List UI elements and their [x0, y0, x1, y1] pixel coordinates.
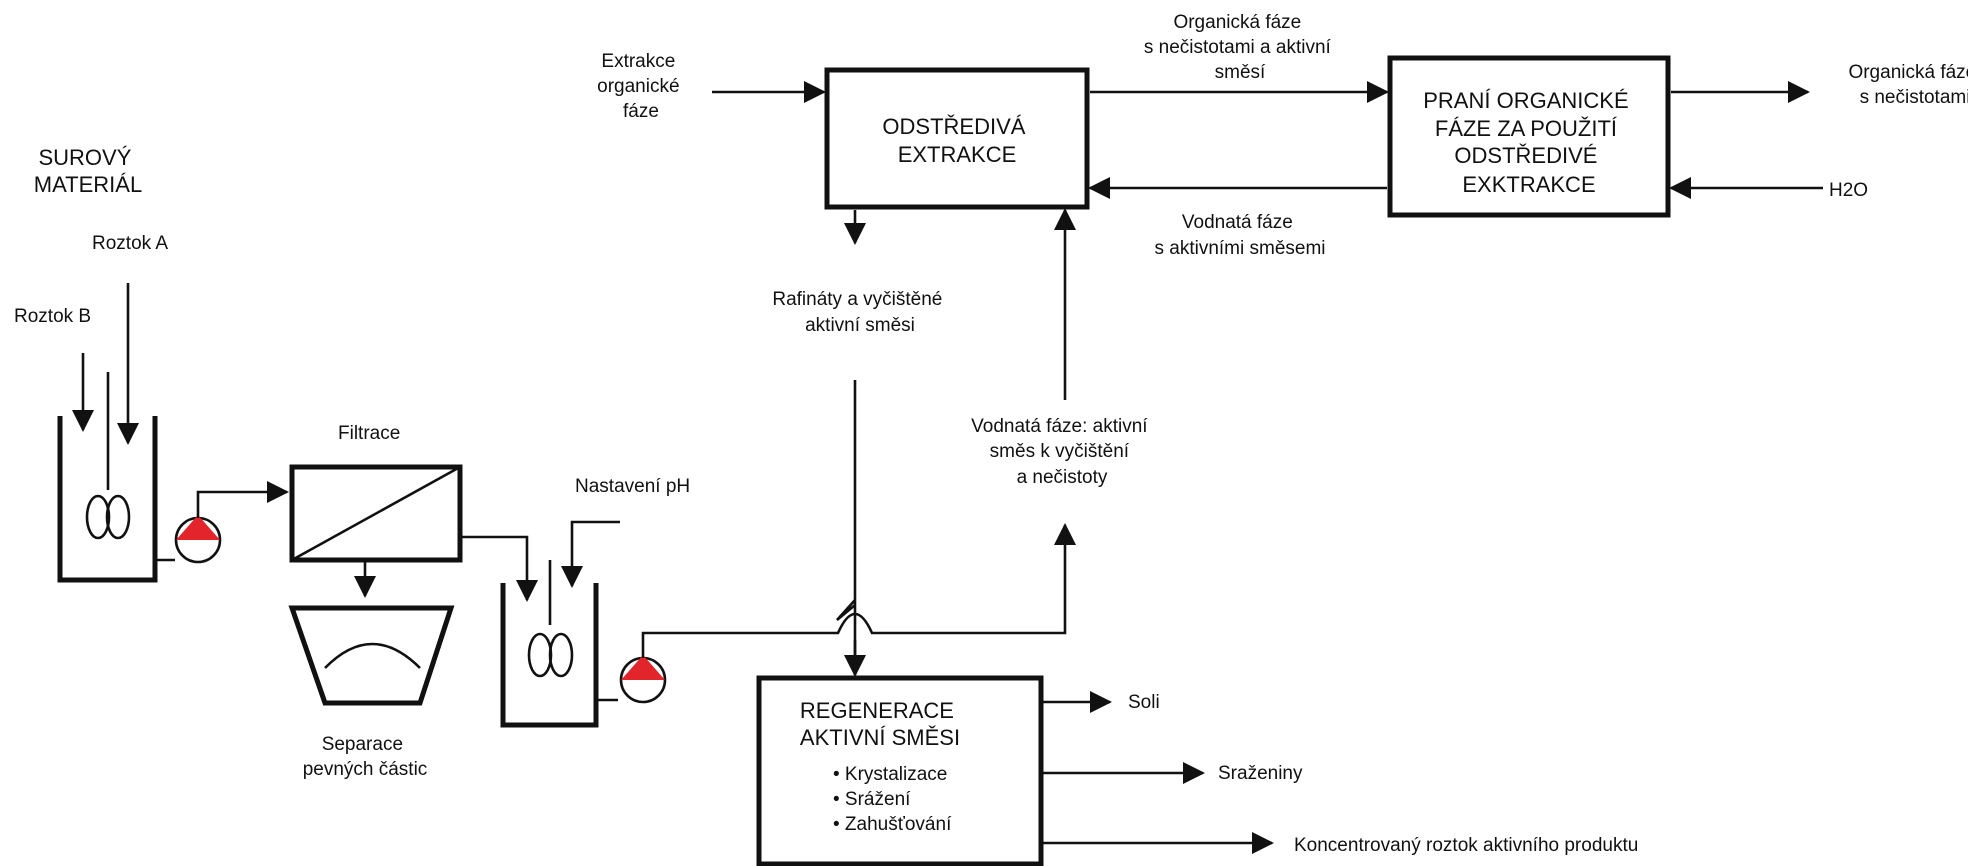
- h2o-label: H2O: [1829, 180, 1868, 201]
- separation-label: Separace pevných částic: [303, 734, 428, 780]
- solution-a-label: Roztok A: [92, 233, 168, 254]
- ph-adjust-label: Nastavení pH: [575, 476, 690, 497]
- regeneration-box: [756, 675, 1044, 866]
- raffinate-label: Rafináty a vyčištěné aktivní směsi: [772, 289, 947, 336]
- centrifugal-extraction-box: [824, 67, 1090, 210]
- solid-separator: [288, 605, 455, 706]
- precipitates-label: Sraženiny: [1218, 763, 1303, 784]
- aqueous-phase-label: Vodnatá fáze: aktivní směs k vyčištění a…: [971, 416, 1153, 488]
- extraction-feed-label: Extrakce organické fáze: [597, 51, 685, 122]
- separator-curve: [324, 642, 421, 669]
- stirrer-blade-1b: [105, 494, 131, 540]
- salts-label: Soli: [1128, 692, 1160, 713]
- pump-1-fill: [176, 515, 220, 540]
- filter-membrane: [291, 465, 461, 562]
- stirrer-blade-2b: [548, 632, 574, 678]
- organic-phase-label: Organická fáze s nečistotami a aktivní s…: [1144, 12, 1336, 83]
- pump1-to-filter: [196, 481, 289, 518]
- organic-out-label: Organická fáze s nečistotami: [1848, 62, 1968, 108]
- mixing-tank-1: [57, 416, 158, 583]
- organic-phase-washing-box: [1387, 55, 1671, 218]
- stirrer-blade-2a: [527, 632, 553, 678]
- concentrate-label: Koncentrovaný roztok aktivního produktu: [1294, 835, 1638, 856]
- regeneration-title: REGENERACE AKTIVNÍ SMĚSI: [800, 698, 960, 750]
- ph-adjust-arrow: [561, 520, 620, 588]
- filtration-label: Filtrace: [338, 423, 400, 444]
- ph-tank: [500, 583, 599, 728]
- raw-material-label: SUROVÝ MATERIÁL: [34, 145, 142, 197]
- organic-phase-washing-label: PRANÍ ORGANICKÉ FÁZE ZA POUŽITÍ ODSTŘEDI…: [1423, 88, 1635, 197]
- regeneration-steps: • Krystalizace • Srážení • Zahušťování: [833, 764, 953, 835]
- pump2-to-extraction: [641, 523, 1076, 658]
- stirrer-blade-1a: [85, 494, 111, 540]
- centrifugal-extraction-label: ODSTŘEDIVÁ EXTRAKCE: [882, 114, 1031, 167]
- solution-b-label: Roztok B: [14, 306, 91, 327]
- filter-to-ph-tank: [460, 535, 538, 602]
- aqueous-return-label: Vodnatá fáze s aktivními směsemi: [1154, 212, 1325, 259]
- pump-2-fill: [621, 655, 665, 680]
